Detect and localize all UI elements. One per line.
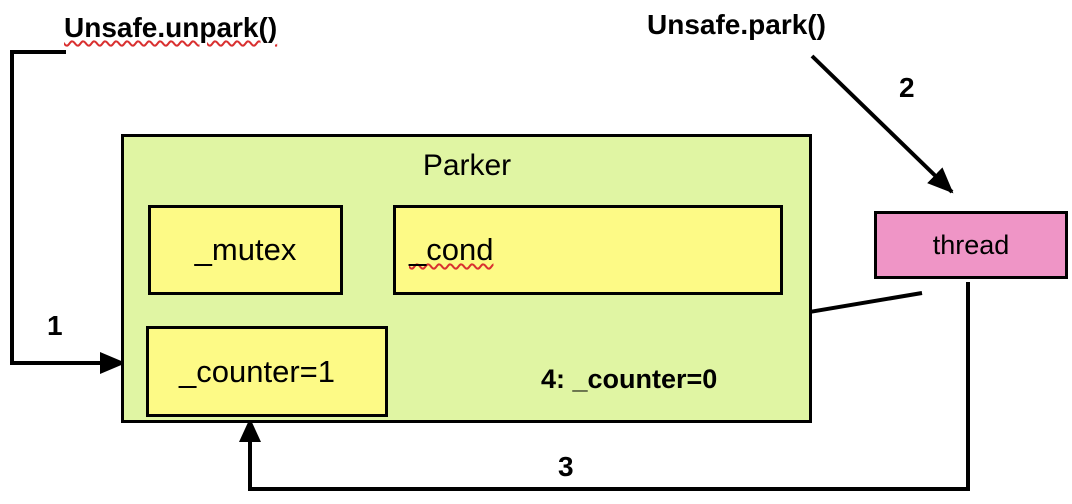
counter-field-label: _counter=1 xyxy=(179,353,335,389)
mutex-field: _mutex xyxy=(148,205,343,295)
counter-field: _counter=1 xyxy=(146,326,388,417)
unpark-label: Unsafe.unpark() xyxy=(64,12,277,44)
thread-label: thread xyxy=(932,229,1010,260)
unpark-label-text: Unsafe.unpark() xyxy=(64,12,278,43)
arrow-head-counter-bottom xyxy=(239,418,261,442)
parker-title: Parker xyxy=(422,149,512,182)
step-3-label: 3 xyxy=(558,451,574,482)
arrow-unpark-to-counter xyxy=(10,50,126,374)
mutex-field-label: _mutex xyxy=(194,232,297,267)
step-4-label: 4: _counter=0 xyxy=(541,364,718,394)
arrow-thread-to-counter xyxy=(248,282,970,491)
cond-field-label: _cond xyxy=(409,232,494,267)
thread-box: thread xyxy=(874,211,1068,279)
step-2-label: 2 xyxy=(899,72,915,103)
park-label: Unsafe.park() xyxy=(647,9,826,40)
arrow-park-to-thread xyxy=(810,54,954,194)
cond-field: _cond xyxy=(393,205,783,295)
step-1-label: 1 xyxy=(47,310,63,341)
